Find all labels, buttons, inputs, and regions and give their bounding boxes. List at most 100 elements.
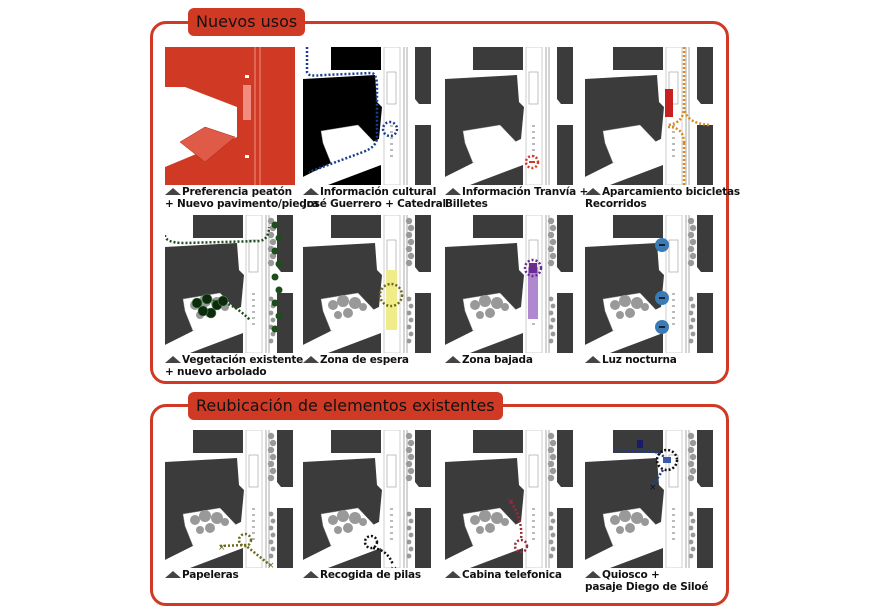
tree xyxy=(205,523,215,533)
building xyxy=(277,293,293,353)
map-detail xyxy=(243,85,251,120)
tree xyxy=(687,460,695,468)
map-detail xyxy=(532,125,535,127)
map-detail xyxy=(672,532,675,534)
tree xyxy=(547,460,555,468)
caption-line-2: Recorridos xyxy=(585,198,647,210)
tree xyxy=(501,518,509,526)
platform xyxy=(383,430,401,568)
building xyxy=(697,125,713,185)
tree xyxy=(267,432,275,440)
map-detail xyxy=(532,520,535,522)
tree xyxy=(641,518,649,526)
map-detail xyxy=(672,311,675,313)
caption: Zona bajada xyxy=(445,354,577,366)
building xyxy=(190,333,243,353)
tree xyxy=(191,297,203,309)
map-detail xyxy=(245,155,249,158)
map-detail xyxy=(252,293,255,295)
tree xyxy=(547,245,555,253)
map-detail xyxy=(532,532,535,534)
triangle-icon xyxy=(445,188,461,195)
tree xyxy=(476,526,484,534)
tree xyxy=(548,539,554,545)
building xyxy=(610,333,663,353)
building xyxy=(331,215,381,238)
road xyxy=(303,307,381,353)
platform xyxy=(665,215,683,353)
tree xyxy=(547,231,555,239)
tree xyxy=(408,317,414,323)
tree xyxy=(408,331,414,337)
tree xyxy=(196,526,204,534)
tree xyxy=(690,532,696,538)
tree xyxy=(267,231,275,239)
map-detail xyxy=(252,538,255,540)
road xyxy=(165,307,243,353)
tree xyxy=(268,525,274,531)
bike-parking xyxy=(665,89,673,117)
panel-vegetacion: Vegetación existente+ nuevo arbolado xyxy=(165,215,303,378)
tree xyxy=(407,439,415,447)
tree xyxy=(408,303,414,309)
tree xyxy=(616,311,624,319)
tree xyxy=(619,510,631,522)
tree xyxy=(548,511,554,517)
tree xyxy=(689,439,697,447)
tree xyxy=(199,510,211,522)
tree xyxy=(491,297,503,309)
building xyxy=(328,333,381,353)
tree xyxy=(406,324,412,330)
tree xyxy=(625,308,635,318)
tree xyxy=(268,296,274,302)
new-tree xyxy=(275,286,283,294)
map-detail xyxy=(390,137,393,139)
caption-line-1: Zona de espera xyxy=(320,354,409,366)
tree xyxy=(690,317,696,323)
tree xyxy=(550,532,556,538)
tree xyxy=(548,553,554,559)
map-detail xyxy=(390,520,393,522)
road xyxy=(585,139,663,185)
road xyxy=(165,522,243,568)
tree xyxy=(631,297,643,309)
tree xyxy=(407,467,415,475)
pedestrian-area xyxy=(165,47,295,185)
building xyxy=(445,243,524,345)
building xyxy=(697,215,713,272)
caption-line-2: pasaje Diego de Siloé xyxy=(585,581,709,593)
tree xyxy=(405,432,413,440)
route-dotted xyxy=(509,501,523,541)
tree xyxy=(625,523,635,533)
caption-line-2: Billetes xyxy=(445,198,488,210)
tree xyxy=(201,293,213,305)
building xyxy=(277,215,293,272)
caption-line-1: Papeleras xyxy=(182,569,239,581)
road xyxy=(303,139,381,185)
building xyxy=(328,165,381,185)
tree xyxy=(687,446,695,454)
map-detail xyxy=(672,508,675,510)
tree xyxy=(269,453,277,461)
tree xyxy=(267,259,275,267)
map-detail xyxy=(672,299,675,301)
tree xyxy=(406,539,412,545)
tree xyxy=(328,515,338,525)
tree xyxy=(408,518,414,524)
tree xyxy=(548,324,554,330)
drop-off-zone xyxy=(528,267,538,319)
tree xyxy=(268,511,274,517)
site-plan-papeleras: ×× xyxy=(165,430,293,568)
building xyxy=(470,165,523,185)
kiosk xyxy=(637,440,643,448)
tree xyxy=(337,510,349,522)
building xyxy=(190,548,243,568)
triangle-icon xyxy=(165,571,181,578)
tree xyxy=(485,308,495,318)
caption: Papeleras xyxy=(165,569,297,581)
map-detail xyxy=(390,149,393,151)
triangle-icon xyxy=(585,571,601,578)
site-plan-cabina: × xyxy=(445,430,573,568)
building xyxy=(277,508,293,568)
